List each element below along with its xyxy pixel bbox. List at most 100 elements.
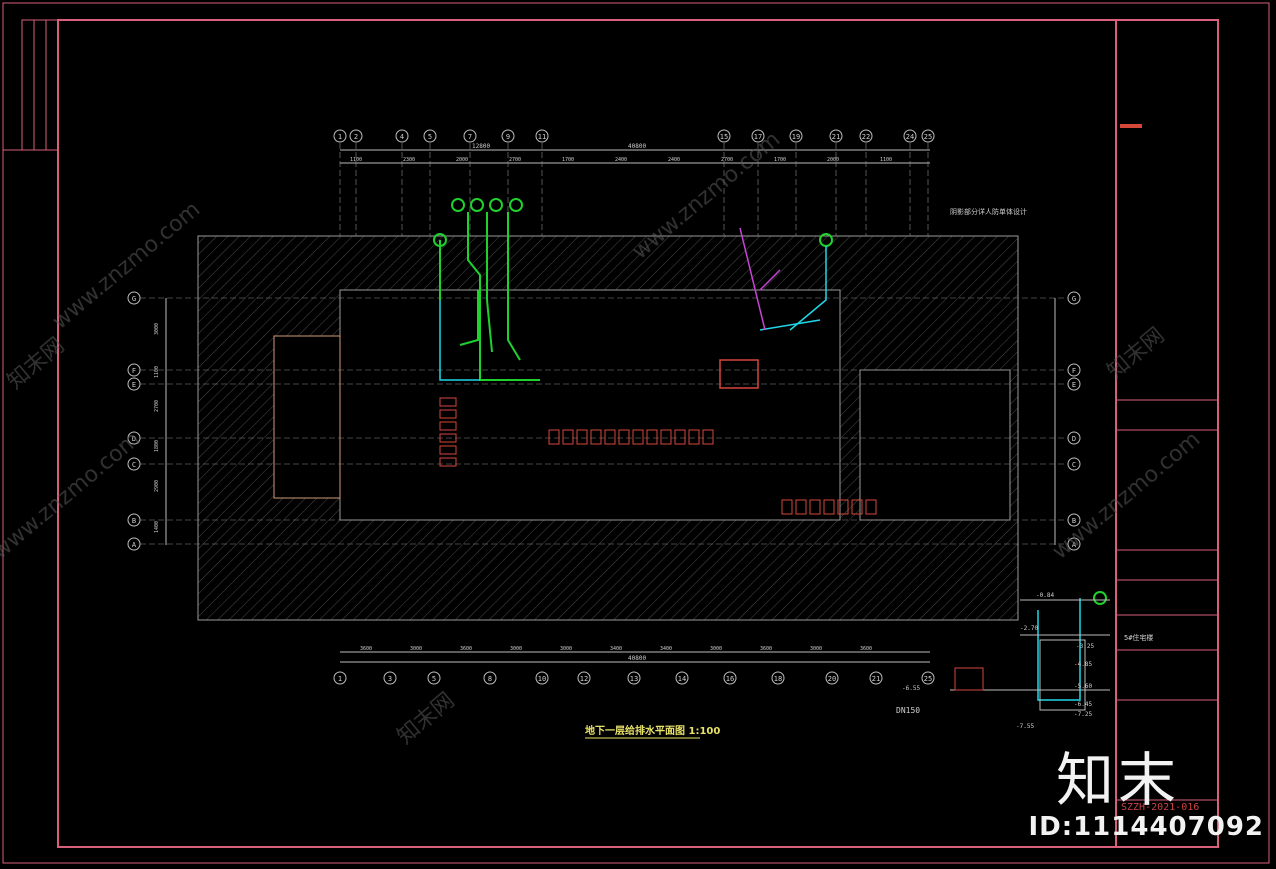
fixture-marker <box>674 429 686 445</box>
grid-label-top: 7 <box>468 133 472 141</box>
grid-label-top: 24 <box>906 133 914 141</box>
titleblock-mark <box>1120 124 1142 128</box>
fixture-marker <box>439 445 457 455</box>
dim-top-value: 1700 <box>774 157 786 163</box>
dim-bottom-value: 3600 <box>860 646 872 652</box>
fixture-marker <box>837 499 849 515</box>
grid-bubble-row <box>127 457 141 471</box>
fixture-marker <box>809 499 821 515</box>
dim-sub-top-left: 12800 <box>472 143 490 150</box>
fixture-marker <box>632 429 644 445</box>
dim-top-value: 2000 <box>827 157 839 163</box>
fixture-marker <box>781 499 793 515</box>
riser-section-detail <box>950 599 1110 711</box>
fixture-marker <box>439 457 457 467</box>
grid-bubble-top <box>829 129 843 143</box>
pipe-label: DN150 <box>896 706 920 715</box>
grid-bubble-row <box>127 291 141 305</box>
id-label: ID:1114407092 <box>1028 812 1264 842</box>
grid-bubble-bottom <box>535 671 549 685</box>
grid-bubble-row <box>1067 513 1081 527</box>
dim-left-value: 2700 <box>154 400 160 412</box>
stair-left <box>273 335 341 499</box>
grid-label-top: 1 <box>338 133 342 141</box>
shade-note: 阴影部分详人防单体设计 <box>950 207 1027 216</box>
inner-frame <box>57 19 1219 848</box>
dim-bottom-value: 3000 <box>810 646 822 652</box>
grid-label-top: 21 <box>832 133 840 141</box>
dim-top-value: 2700 <box>721 157 733 163</box>
grid-bubble-bottom <box>921 671 935 685</box>
grid-label-bottom: 12 <box>580 675 588 683</box>
grid-bubble-top <box>333 129 347 143</box>
fixture-marker <box>604 429 616 445</box>
cyan-pipe-group <box>439 246 1081 701</box>
grid-bubble-top <box>501 129 515 143</box>
watermark-cn-2: 知末网 <box>3 333 70 395</box>
grid-label-bottom: 25 <box>924 675 932 683</box>
grid-label-row: G <box>132 295 136 303</box>
grid-label-top: 19 <box>792 133 800 141</box>
fixture-marker <box>439 421 457 431</box>
dim-top-value: 2300 <box>403 157 415 163</box>
watermark-cn-1: 知末网 <box>393 688 460 750</box>
grid-label-top: 2 <box>354 133 358 141</box>
dim-left-value: 1400 <box>154 521 160 533</box>
dim-bottom-value: 3000 <box>710 646 722 652</box>
grid-label-bottom: 5 <box>432 675 436 683</box>
level-mark: -0.84 <box>1036 592 1054 599</box>
fixture-marker <box>618 429 630 445</box>
grid-bubble-bottom <box>771 671 785 685</box>
grid-label-top: 5 <box>428 133 432 141</box>
grid-label-row: A <box>1072 541 1077 549</box>
grid-label-bottom: 20 <box>828 675 836 683</box>
grid-bubble-top <box>395 129 409 143</box>
grid-label-bottom: 16 <box>726 675 734 683</box>
grid-label-top: 25 <box>924 133 932 141</box>
grid-bubble-top <box>349 129 363 143</box>
grid-label-row: E <box>132 381 136 389</box>
grid-bubble-row <box>127 363 141 377</box>
title-block <box>1116 399 1218 801</box>
plan-title: 地下一层给排水平面图 1:100 <box>585 724 720 737</box>
level-mark: -7.25 <box>1074 711 1092 718</box>
fixture-marker <box>548 429 560 445</box>
dim-bottom-value: 3600 <box>460 646 472 652</box>
grid-bubble-bottom <box>577 671 591 685</box>
dim-top-value: 1100 <box>880 157 892 163</box>
dim-bottom-value: 3400 <box>610 646 622 652</box>
grid-bubble-bottom <box>869 671 883 685</box>
grid-label-bottom: 18 <box>774 675 782 683</box>
grid-bubble-row <box>1067 431 1081 445</box>
fixture-marker <box>823 499 835 515</box>
dim-left-value: 2900 <box>154 480 160 492</box>
dim-top-value: 1700 <box>562 157 574 163</box>
dim-bottom-value: 3000 <box>560 646 572 652</box>
grid-bubble-top <box>463 129 477 143</box>
grid-label-row: D <box>132 435 136 443</box>
dim-top-value: 2700 <box>509 157 521 163</box>
grid-bubble-bottom <box>825 671 839 685</box>
grid-label-row: B <box>132 517 136 525</box>
level-mark: -7.55 <box>1016 723 1034 730</box>
fixture-marker <box>439 433 457 443</box>
grid-bubble-row <box>127 513 141 527</box>
grid-bubble-top <box>903 129 917 143</box>
dim-bottom-value: 3400 <box>660 646 672 652</box>
grid-label-row: D <box>1072 435 1076 443</box>
room-block <box>859 369 1011 521</box>
grid-bubble-row <box>1067 457 1081 471</box>
fixture-marker <box>439 397 457 407</box>
fixture-marker <box>702 429 714 445</box>
grid-label-bottom: 1 <box>338 675 342 683</box>
binding-strip <box>3 19 59 151</box>
grid-label-top: 9 <box>506 133 510 141</box>
grid-label-top: 22 <box>862 133 870 141</box>
level-mark: -6.55 <box>902 685 920 692</box>
grid-label-bottom: 21 <box>872 675 880 683</box>
dim-bottom-value: 3000 <box>510 646 522 652</box>
